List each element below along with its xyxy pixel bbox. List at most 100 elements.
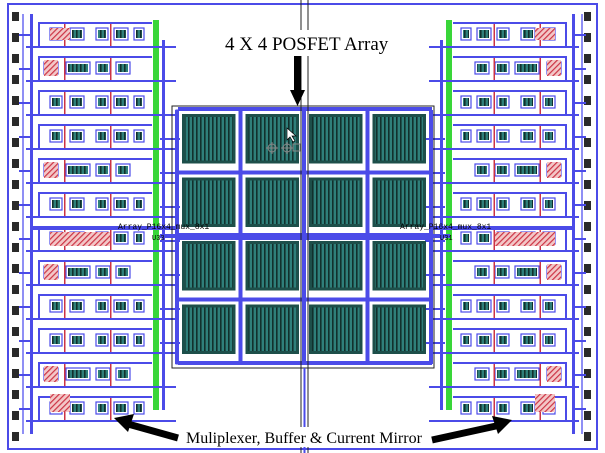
transistor (479, 404, 489, 412)
transistor (72, 98, 82, 106)
transistor (118, 370, 128, 378)
transistor (463, 132, 469, 140)
device-outline (95, 197, 109, 211)
transistor (497, 268, 507, 276)
pad (12, 264, 19, 273)
device-outline (542, 333, 556, 347)
poly-line (493, 92, 495, 114)
poly-line (539, 58, 541, 80)
poly-line (493, 160, 495, 182)
transistor (477, 166, 487, 174)
metal-line (19, 306, 31, 308)
transistor (523, 132, 533, 140)
device-outline (520, 299, 536, 313)
device-outline (95, 401, 109, 415)
transistor (479, 30, 489, 38)
transistor (116, 98, 126, 106)
device-outline (460, 401, 472, 415)
device-outline (496, 333, 510, 347)
transistor (479, 302, 489, 310)
metal-line (38, 124, 40, 150)
metal-line (38, 56, 40, 82)
transistor (116, 404, 126, 412)
metal-line (26, 114, 176, 116)
pad (584, 12, 591, 21)
metal-line (160, 172, 180, 174)
metal-line (429, 386, 579, 388)
metal-line (574, 136, 586, 138)
pad (584, 138, 591, 147)
device-outline (476, 95, 492, 109)
pad (12, 138, 19, 147)
metal-line (429, 148, 579, 150)
transistor (116, 132, 126, 140)
metal-line (565, 362, 567, 388)
metal-line (19, 68, 31, 70)
bottom-label-background (183, 427, 433, 447)
metal-line (38, 124, 152, 126)
transistor (136, 302, 142, 310)
metal-line (574, 408, 586, 410)
metal-line (425, 240, 445, 242)
metal-line (574, 238, 586, 240)
transistor (479, 234, 489, 242)
poly-line (64, 92, 66, 114)
pad (12, 411, 19, 420)
transistor (463, 336, 469, 344)
posfet-fingers (375, 180, 423, 224)
device-outline (65, 163, 91, 177)
pad (584, 306, 591, 315)
resistor (50, 394, 70, 412)
diffusion-bar (153, 20, 159, 410)
pad (12, 117, 19, 126)
poly-line (110, 364, 112, 386)
device-outline (115, 367, 131, 381)
resistor (535, 394, 555, 412)
transistor (499, 98, 507, 106)
device-outline (95, 333, 109, 347)
posfet-fingers (248, 307, 296, 351)
device-outline (69, 299, 85, 313)
device-outline (113, 231, 129, 245)
device-outline (133, 333, 145, 347)
resistor (50, 28, 70, 40)
array-routing-grid (160, 107, 450, 365)
metal-line (453, 328, 567, 330)
poly-line (493, 228, 495, 250)
device-outline (113, 333, 129, 347)
metal-line (453, 294, 567, 296)
transistor (98, 336, 106, 344)
poly-line (110, 58, 112, 80)
metal-line (429, 46, 579, 48)
metal-line (453, 158, 567, 160)
bus (429, 226, 575, 230)
transistor (136, 404, 142, 412)
cell-label-left: Array_P16x4_mux_8x1 (118, 223, 209, 232)
transistor (98, 404, 106, 412)
metal-line (19, 340, 31, 342)
metal-line (26, 250, 176, 252)
pad (584, 285, 591, 294)
poly-line (493, 364, 495, 386)
metal-line (429, 250, 579, 252)
device-outline (476, 27, 492, 41)
transistor (499, 336, 507, 344)
pad (584, 369, 591, 378)
metal-line (19, 136, 31, 138)
metal-rail (572, 14, 575, 434)
device-outline (115, 265, 131, 279)
transistor (116, 302, 126, 310)
metal-line (565, 22, 567, 48)
transistor (517, 268, 537, 276)
device-outline (69, 197, 85, 211)
resistor (44, 162, 58, 178)
device-outline (113, 27, 129, 41)
device-outline (476, 401, 492, 415)
metal-line (453, 90, 567, 92)
device-outline (496, 401, 510, 415)
pin-label-left: U33 (152, 235, 165, 243)
device-outline (65, 367, 91, 381)
transistor (72, 132, 82, 140)
device-outline (133, 401, 145, 415)
transistor (52, 132, 60, 140)
